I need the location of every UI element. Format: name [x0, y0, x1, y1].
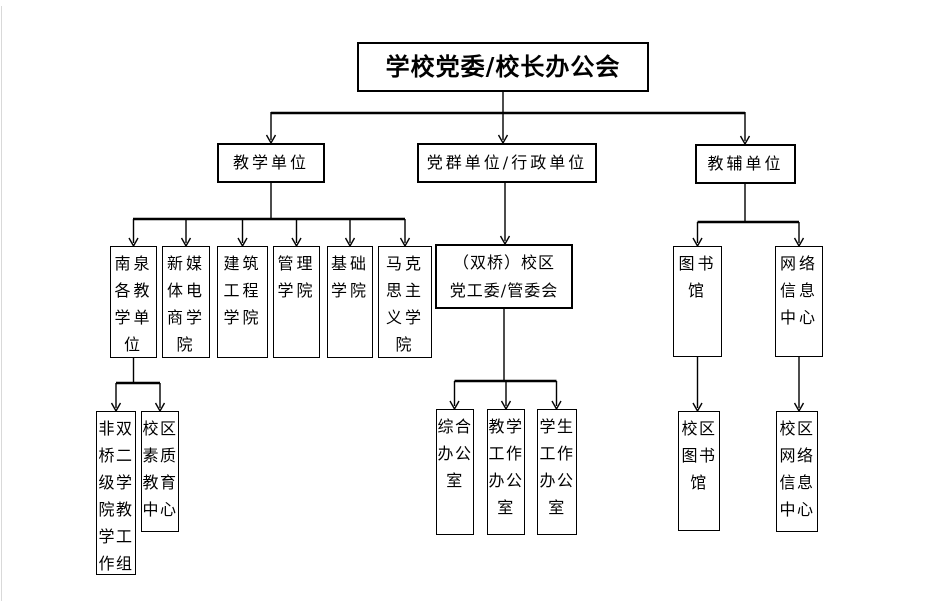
node-management-college: 管理 学院 — [273, 246, 320, 358]
node-foundation-college: 基础 学院 — [327, 246, 373, 358]
node-non-shuangqiao-group: 非双 桥二 级学 院教 学工 作组 — [96, 411, 136, 575]
node-party-admin-units: 党群单位/行政单位 — [417, 143, 597, 183]
node-teaching-affairs-office: 教学 工作 办公 室 — [487, 409, 525, 535]
node-campus-library: 校区 图书 馆 — [678, 411, 720, 531]
node-campus-network-center: 校区 网络 信息 中心 — [776, 411, 818, 532]
node-new-media-college: 新媒 体电 商学 院 — [162, 246, 210, 358]
page-edge-line — [1, 6, 2, 601]
node-shuangqiao-committee: （双桥）校区 党工委/管委会 — [435, 244, 573, 309]
node-network-info-center: 网络 信息 中心 — [775, 246, 823, 357]
node-school-party-committee: 学校党委/校长办公会 — [357, 42, 649, 92]
node-support-units: 教辅单位 — [695, 144, 796, 184]
node-nanquan-teaching: 南泉 各教 学单 位 — [110, 246, 157, 358]
node-teaching-units: 教学单位 — [217, 143, 325, 183]
node-construction-college: 建筑 工程 学院 — [217, 246, 268, 358]
node-student-affairs-office: 学生 工作 办公 室 — [537, 409, 577, 535]
node-general-office: 综合 办公 室 — [436, 409, 474, 535]
node-marxism-college: 马克 思主 义学 院 — [378, 246, 432, 358]
node-library: 图书 馆 — [673, 246, 722, 357]
node-quality-education-center: 校区 素质 教育 中心 — [141, 411, 179, 532]
